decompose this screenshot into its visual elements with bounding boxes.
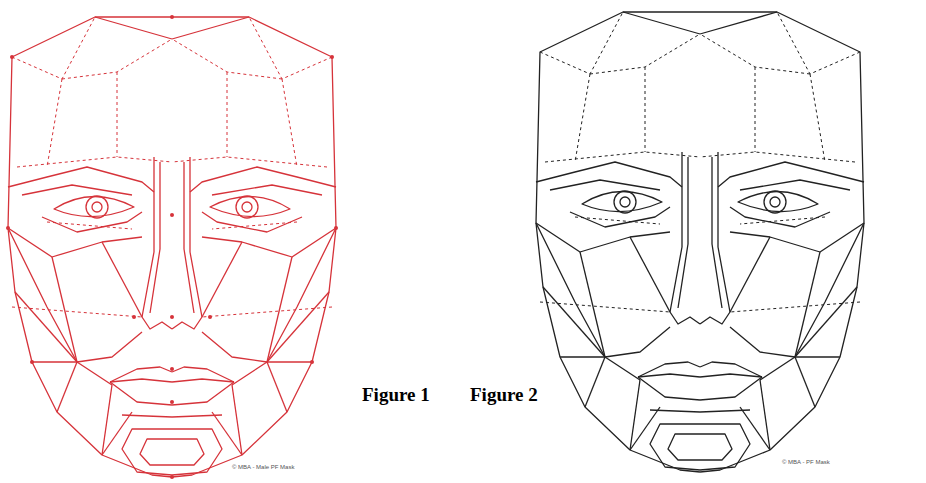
watermark: © MBA - PF Mask (782, 459, 830, 465)
red-face-mask (6, 15, 338, 479)
figure-label: Figure 1 (362, 384, 430, 406)
black-face-mask (536, 12, 864, 472)
watermark: © MBA - Male PF Mask (232, 464, 294, 470)
figure-label: Figure 2 (470, 384, 538, 406)
